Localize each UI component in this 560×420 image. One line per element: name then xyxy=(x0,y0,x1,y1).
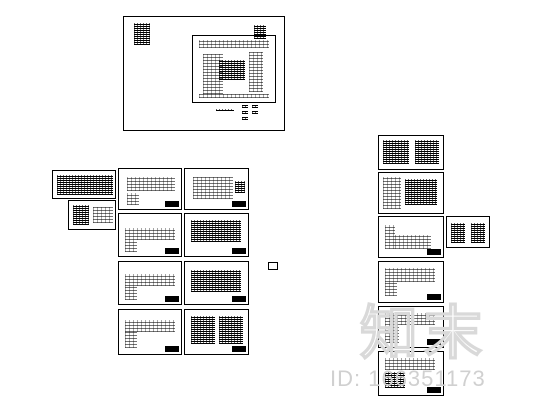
general-notes-block xyxy=(134,23,150,45)
floor-plan-sheet-1[interactable] xyxy=(118,168,182,210)
door-window-schedule-sheet[interactable] xyxy=(68,200,116,230)
roof-structure-sheet[interactable] xyxy=(378,351,444,396)
detail-note-sheet[interactable] xyxy=(268,262,278,270)
floor-plan-sheet-2[interactable] xyxy=(118,213,182,257)
slab-plan-sheet[interactable] xyxy=(378,306,444,348)
structure-detail-sheet[interactable] xyxy=(378,172,444,214)
column-layout-sheet[interactable] xyxy=(446,216,490,248)
plan-title-label xyxy=(216,109,234,111)
elevation-sheet-2[interactable] xyxy=(184,213,249,257)
design-notes-sheet[interactable] xyxy=(52,170,116,199)
elevation-sheet-3[interactable] xyxy=(184,261,249,305)
site-plan-drawing xyxy=(192,35,276,103)
foundation-plan-sheet[interactable] xyxy=(378,216,444,258)
elevation-sheet-1[interactable] xyxy=(184,168,249,210)
corner-building-block xyxy=(254,25,266,39)
section-sheet[interactable] xyxy=(184,309,249,355)
structure-notes-sheet[interactable] xyxy=(378,135,444,170)
legend-block xyxy=(242,105,262,123)
beam-plan-sheet[interactable] xyxy=(378,261,444,303)
floor-plan-sheet-3[interactable] xyxy=(118,261,182,305)
floor-plan-sheet-4[interactable] xyxy=(118,309,182,355)
id-watermark: ID: 166351173 xyxy=(330,366,486,391)
brand-watermark: 知末 xyxy=(359,298,489,368)
site-plan-sheet[interactable] xyxy=(123,16,285,131)
